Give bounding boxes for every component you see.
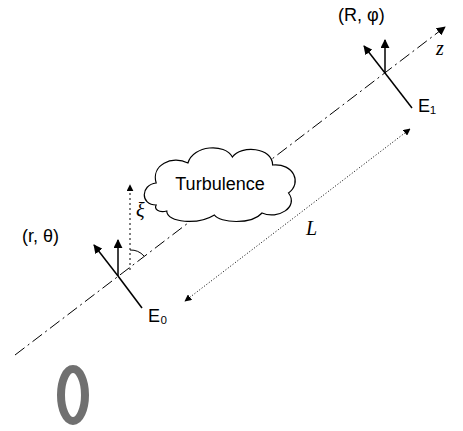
source-plane [118, 276, 142, 308]
axis-label: z [436, 36, 444, 60]
source-r-axis [94, 245, 118, 276]
plane-label: E₁ [418, 96, 436, 118]
source-coordinates: (r, θ) [22, 226, 59, 248]
receiver-plane [385, 73, 412, 108]
angle-arc [130, 250, 144, 256]
optical-axis [15, 27, 445, 355]
cloud-label: Turbulence [135, 135, 304, 195]
distance-label: L [306, 216, 317, 240]
receiver-r-axis [364, 46, 385, 73]
source-theta-axis [117, 240, 119, 276]
receiver-coordinates: (R, φ) [338, 5, 385, 27]
zenith-arrow [130, 185, 131, 270]
angle-label: ξ [136, 198, 145, 222]
turbulence-cloud: Turbulence [135, 135, 304, 225]
plane-label: E₀ [148, 306, 167, 328]
ring-beam [61, 369, 85, 421]
receiver-phi-axis [384, 40, 386, 73]
